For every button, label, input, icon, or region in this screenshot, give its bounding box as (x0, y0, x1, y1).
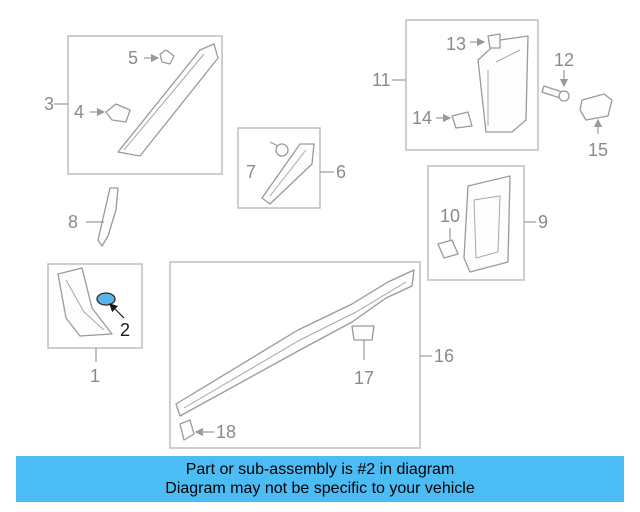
callout-4: 4 (74, 102, 84, 122)
part-5-clip (159, 49, 175, 65)
part-18-clip (179, 419, 195, 441)
callout-17: 17 (354, 368, 374, 388)
callout-9: 9 (538, 212, 548, 232)
a-pillar-trim (117, 43, 219, 157)
callout-15: 15 (588, 140, 608, 160)
callout-16: 16 (434, 346, 454, 366)
part-9-trim (463, 175, 511, 273)
group-1: 2 1 (47, 263, 143, 386)
callout-3: 3 (44, 94, 54, 114)
part-15-handle (579, 93, 613, 121)
callout-5: 5 (128, 48, 138, 68)
box-11 (405, 19, 539, 151)
callout-13: 13 (446, 34, 466, 54)
part-17-clip (351, 325, 375, 341)
box-6 (237, 127, 321, 209)
part-6-trim (261, 143, 315, 205)
part-7-screw (275, 143, 289, 157)
callout-10: 10 (440, 206, 460, 226)
callout-14: 14 (412, 108, 432, 128)
group-a-pillar: 3 4 5 (44, 35, 223, 175)
group-6: 7 6 (237, 127, 346, 209)
callout-12: 12 (554, 50, 574, 70)
part-14-clip (451, 111, 473, 129)
callout-2: 2 (120, 320, 130, 340)
part-8-bracket (97, 187, 119, 247)
part-4-clip (105, 103, 131, 123)
callout-7: 7 (246, 162, 256, 182)
banner-line-1: Part or sub-assembly is #2 in diagram (185, 461, 455, 478)
callout-18: 18 (216, 422, 236, 442)
banner-line-2: Diagram may not be specific to your vehi… (165, 480, 475, 497)
info-banner: Part or sub-assembly is #2 in diagram Di… (16, 456, 624, 502)
part-10-clip (437, 239, 459, 259)
group-16: 17 16 18 (169, 261, 454, 449)
box-a-pillar (67, 35, 223, 175)
group-8: 8 (68, 187, 119, 247)
box-16 (169, 261, 421, 449)
group-12-15: 12 15 (541, 50, 613, 160)
group-11: 11 13 14 (372, 19, 539, 151)
box-1 (47, 263, 143, 349)
box-9 (427, 165, 525, 281)
callout-11: 11 (372, 70, 391, 90)
part-11-trim (477, 35, 529, 133)
callout-6: 6 (336, 162, 346, 182)
parts-diagram: 3 4 5 7 6 8 2 1 11 (44, 19, 613, 449)
part-2-highlighted (96, 292, 116, 306)
group-9: 10 9 (427, 165, 548, 281)
callout-1: 1 (90, 366, 100, 386)
callout-8: 8 (68, 212, 78, 232)
part-1-panel (57, 267, 113, 337)
part-13-clip (487, 33, 501, 49)
